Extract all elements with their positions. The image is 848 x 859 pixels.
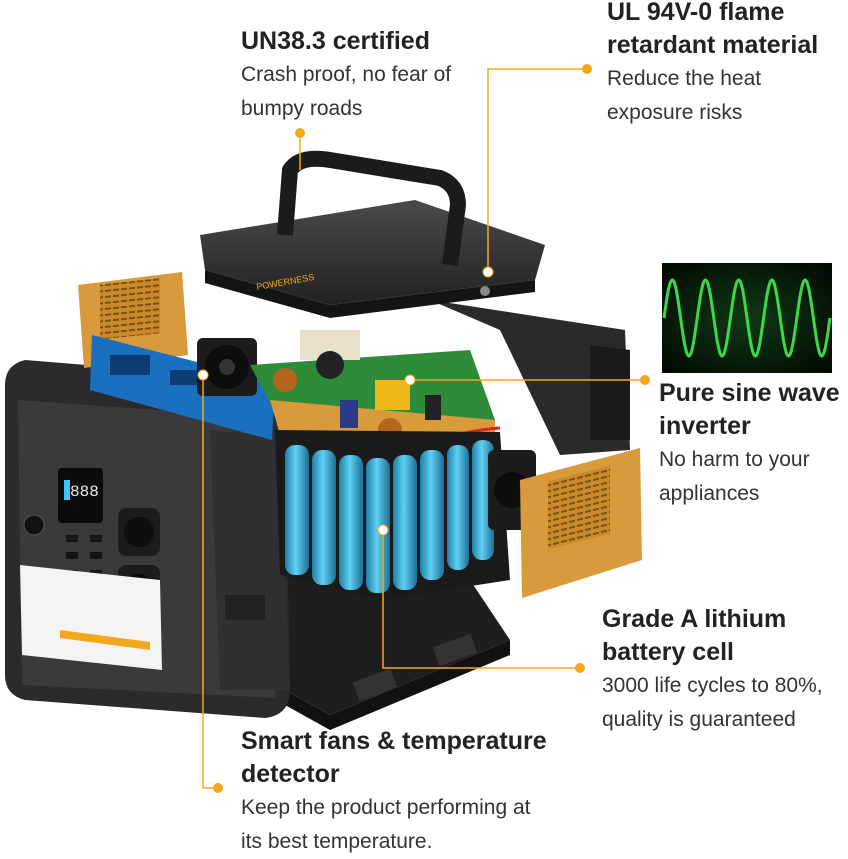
top-lid: POWERNESS (200, 150, 545, 318)
callout-un383-desc-1: Crash proof, no fear of (241, 63, 452, 86)
callout-fans-title-1: Smart fans & temperature (241, 727, 547, 755)
callout-fans-desc-1: Keep the product performing at (241, 796, 531, 819)
battery-pack (275, 430, 510, 600)
callout-battery-title-1: Grade A lithium (602, 605, 787, 633)
callout-sine: Pure sine wave inverter No harm to your … (659, 377, 840, 511)
callout-sine-title-1: Pure sine wave (659, 379, 840, 407)
left-fan (197, 338, 257, 396)
display-reading: 888 (70, 483, 99, 501)
callout-ul94-desc-1: Reduce the heat (607, 67, 762, 90)
callout-fans-desc-2: its best temperature. (241, 830, 433, 853)
callout-sine-title-2: inverter (659, 412, 751, 440)
callout-fans: Smart fans & temperature detector Keep t… (241, 725, 547, 859)
main-body: 888 (5, 360, 290, 718)
base-plate (275, 560, 510, 730)
callout-un383-title: UN38.3 certified (241, 27, 430, 55)
leader-lines (197, 64, 650, 793)
callout-ul94-title-2: retardant material (607, 31, 819, 59)
callout-sine-desc-2: appliances (659, 482, 760, 505)
callout-fans-title-2: detector (241, 760, 340, 788)
inverter-board (250, 330, 501, 452)
callout-ul94-desc-2: exposure risks (607, 101, 743, 124)
control-board (90, 335, 275, 440)
rear-frame (430, 300, 630, 455)
sine-wave-inset (662, 263, 832, 373)
callout-battery-desc-2: quality is guaranteed (602, 708, 796, 731)
callout-battery: Grade A lithium battery cell 3000 life c… (602, 603, 823, 737)
callout-battery-title-2: battery cell (602, 638, 735, 666)
callout-un383-desc-2: bumpy roads (241, 97, 363, 120)
callout-ul94: UL 94V-0 flame retardant material Reduce… (607, 0, 818, 130)
callout-un383: UN38.3 certified Crash proof, no fear of… (241, 25, 451, 126)
right-vent-panel (520, 448, 642, 598)
callout-ul94-title-1: UL 94V-0 flame (607, 0, 785, 26)
callout-sine-desc-1: No harm to your (659, 448, 810, 471)
callout-battery-desc-1: 3000 life cycles to 80%, (602, 674, 823, 697)
